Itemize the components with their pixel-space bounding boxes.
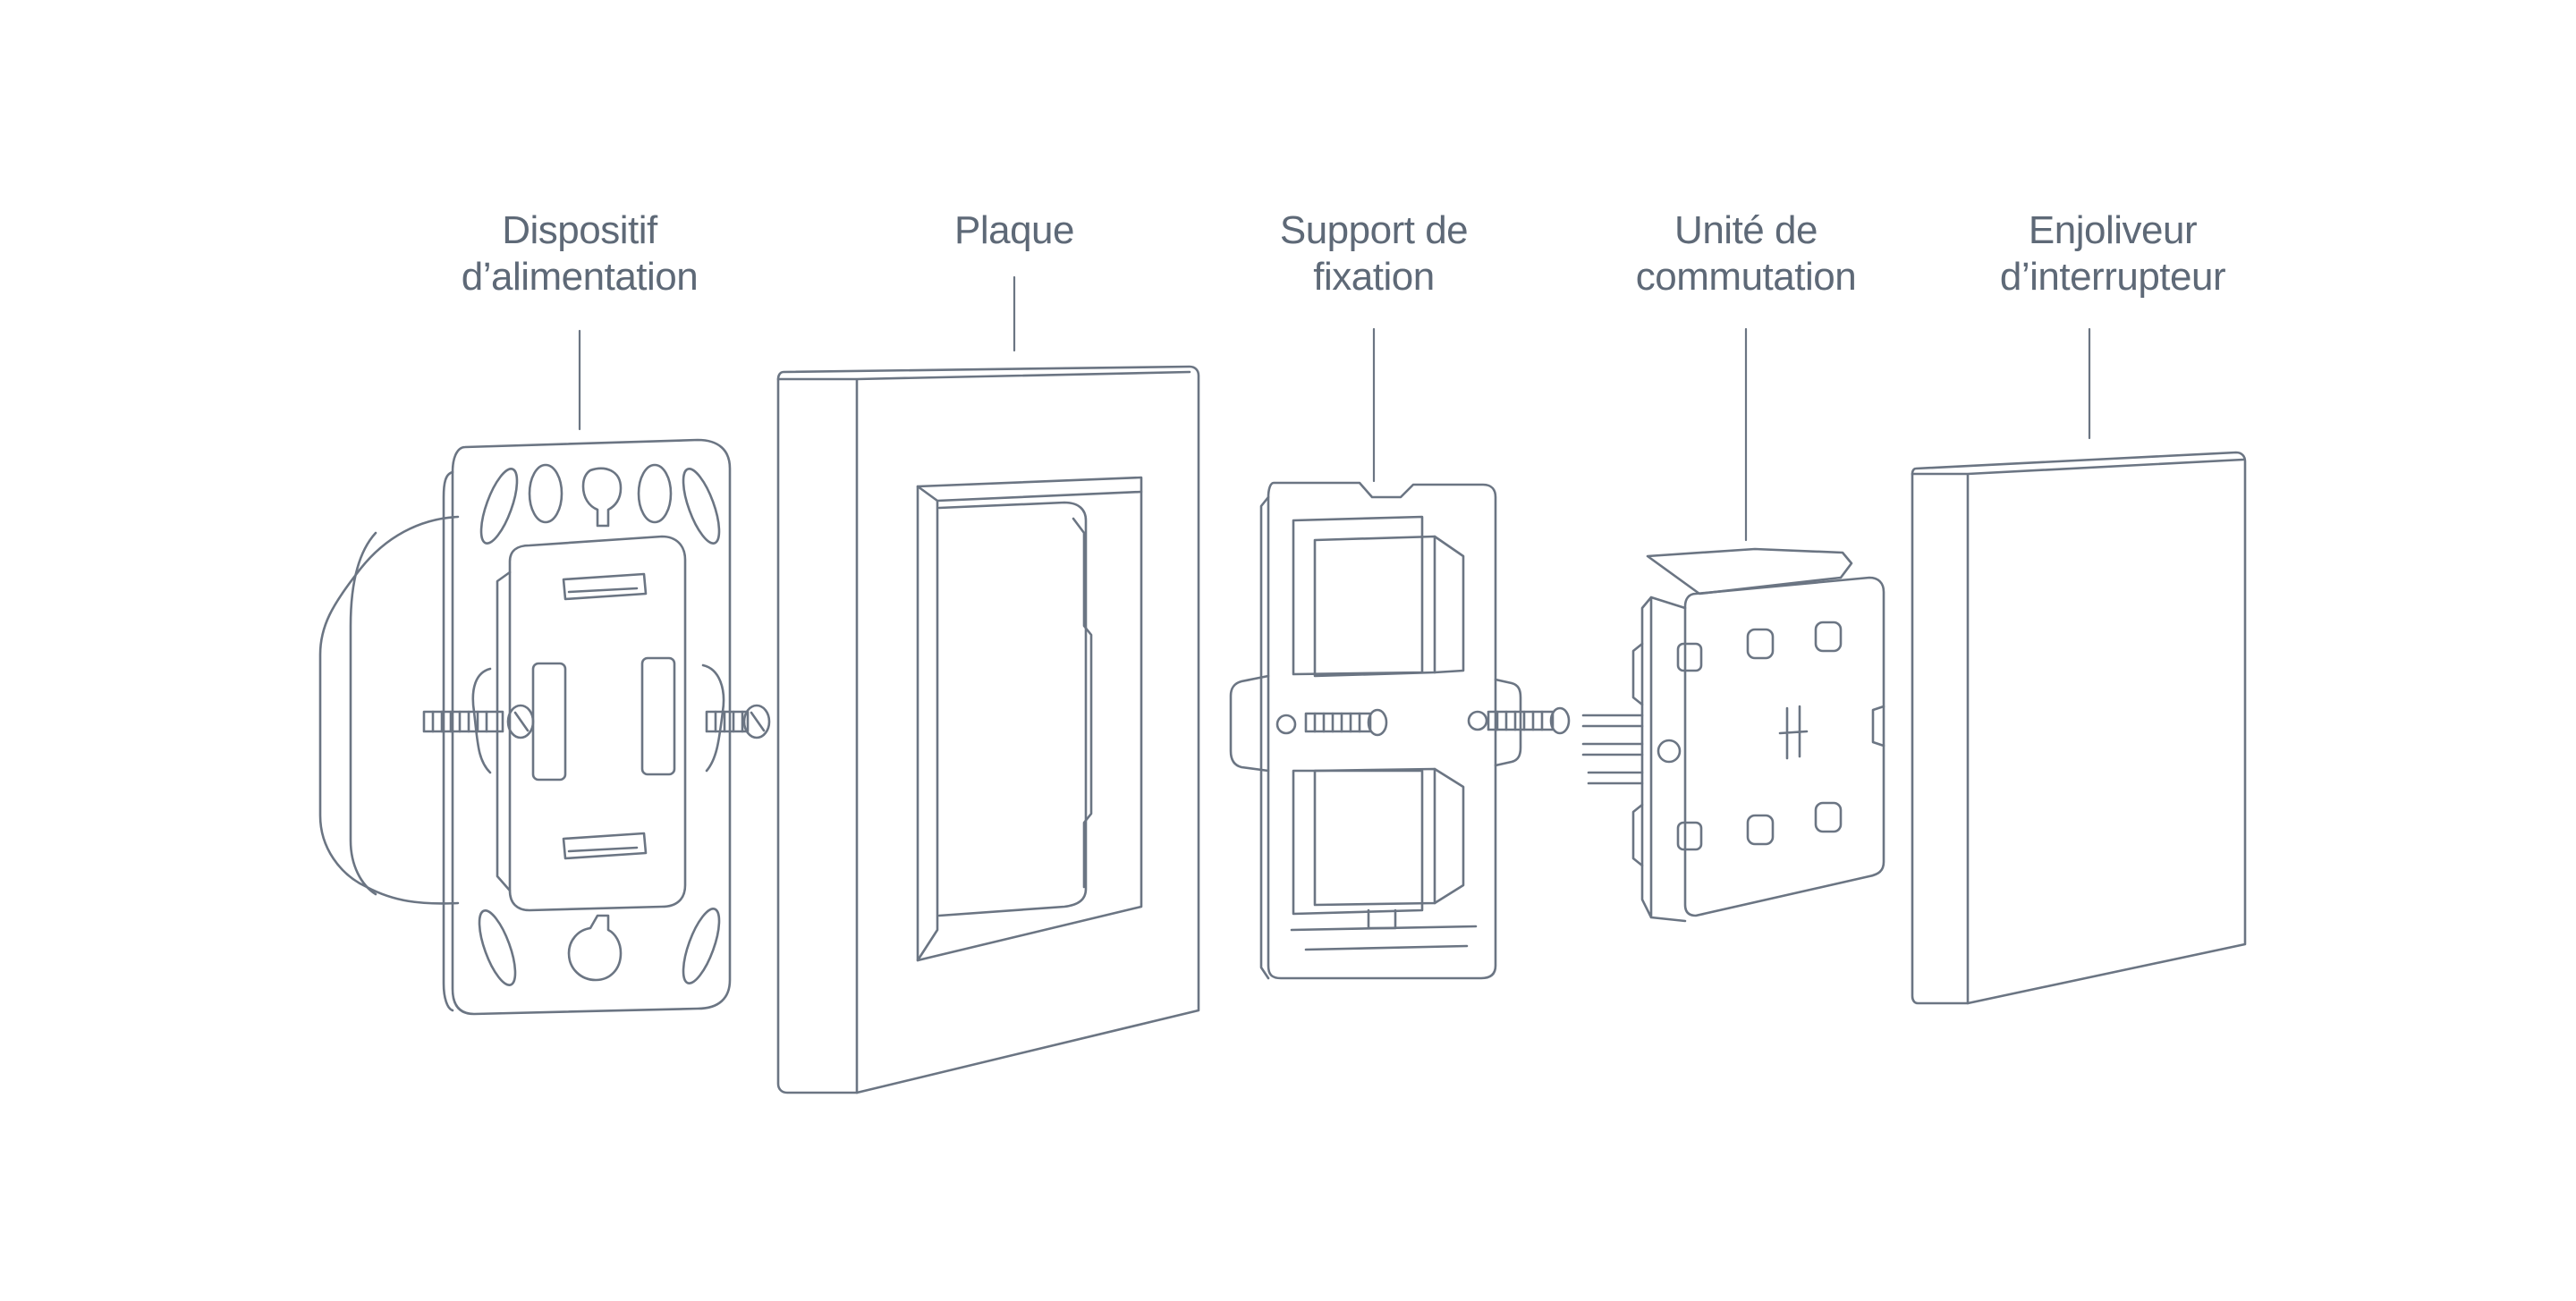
label-switch-cover-line1: Enjoliveur <box>2028 208 2198 252</box>
contact-icon <box>1746 628 1775 660</box>
label-switching-unit-line1: Unité de <box>1674 208 1818 252</box>
switching-unit-top <box>1646 547 1853 596</box>
power-device-module-rim <box>496 570 512 892</box>
keyhole-icon <box>567 914 623 982</box>
slot-icon <box>682 468 721 545</box>
plate-inner-frame-edge <box>1072 517 1093 889</box>
bracket-notch <box>1367 908 1397 930</box>
switch-cover-edge <box>1911 458 2245 1005</box>
hole-icon <box>1275 714 1297 735</box>
label-power-device-line2: d’alimentation <box>461 255 699 299</box>
label-switch-cover-line2: d’interrupteur <box>1999 255 2226 299</box>
label-mounting-bracket-line1: Support de <box>1279 208 1469 252</box>
label-switch-cover: Enjoliveur d’interrupteur <box>1925 207 2301 300</box>
plate-outer-edge <box>776 370 1191 1094</box>
switching-unit-front <box>1683 576 1885 917</box>
power-device <box>318 438 771 1016</box>
switching-unit-edge-detail <box>1871 705 1885 748</box>
power-device-plate <box>451 438 732 1016</box>
hole-icon <box>1657 739 1682 764</box>
keyhole-icon <box>581 467 623 528</box>
bracket-panel <box>1313 767 1465 907</box>
screw-icon <box>705 704 771 739</box>
plate-window-depth <box>916 485 1143 962</box>
center-mark-icon <box>1778 705 1809 760</box>
hole-icon <box>1467 710 1488 731</box>
label-mounting-bracket: Support de fixation <box>1186 207 1562 300</box>
screw-icon <box>1304 708 1388 737</box>
switch-cover-outline <box>1911 451 2247 1005</box>
bracket-panel <box>1313 535 1465 678</box>
power-device-body-inner <box>349 531 377 896</box>
contact-icon <box>1676 642 1703 672</box>
contact-icon <box>1676 821 1703 851</box>
clip-icon <box>562 572 648 601</box>
terminal-block <box>531 662 567 781</box>
slot-icon <box>478 909 517 986</box>
slot-icon <box>479 468 519 545</box>
label-plate: Plaque <box>826 207 1202 254</box>
switching-unit-side-detail <box>1631 642 1644 867</box>
label-power-device: Dispositif d’alimentation <box>392 207 767 300</box>
mounting-bracket <box>1229 481 1571 980</box>
label-plate-line1: Plaque <box>953 208 1075 252</box>
contact-icon <box>1814 801 1843 833</box>
label-mounting-bracket-line2: fixation <box>1313 255 1435 299</box>
label-switching-unit-line2: commutation <box>1635 255 1857 299</box>
contact-icon <box>1814 621 1843 653</box>
bracket-right-ear <box>1494 678 1522 767</box>
switching-unit <box>1581 547 1885 923</box>
switch-cover <box>1911 451 2247 1005</box>
power-device-body <box>318 515 460 905</box>
label-switching-unit: Unité de commutation <box>1558 207 1934 300</box>
bracket-outer <box>1267 481 1497 980</box>
clip-icon <box>562 832 648 860</box>
power-device-plate-edge <box>442 470 454 1012</box>
plate-frame <box>776 365 1200 1094</box>
bracket-outer-edge <box>1259 495 1270 980</box>
bracket-inner-lines <box>1290 535 1478 951</box>
slot-icon <box>682 908 721 984</box>
leader-lines <box>578 275 2091 542</box>
plate-window <box>916 476 1143 962</box>
label-power-device-line1: Dispositif <box>502 208 657 252</box>
bracket-panel <box>1292 515 1424 676</box>
clip-icon <box>567 846 639 853</box>
slot-icon <box>528 463 564 524</box>
slot-icon <box>637 463 673 524</box>
screw-icon <box>1487 706 1571 735</box>
contact-icon <box>1746 814 1775 846</box>
power-device-module <box>508 535 687 912</box>
clip-icon <box>567 587 639 594</box>
bracket-panel <box>1292 769 1424 916</box>
bracket-left-ear <box>1229 674 1270 773</box>
screw-icon <box>422 704 535 739</box>
plate-inner-frame <box>937 501 1088 917</box>
terminal-block <box>640 656 676 776</box>
pin-icon <box>1581 714 1644 785</box>
plate-outer <box>776 365 1200 1094</box>
